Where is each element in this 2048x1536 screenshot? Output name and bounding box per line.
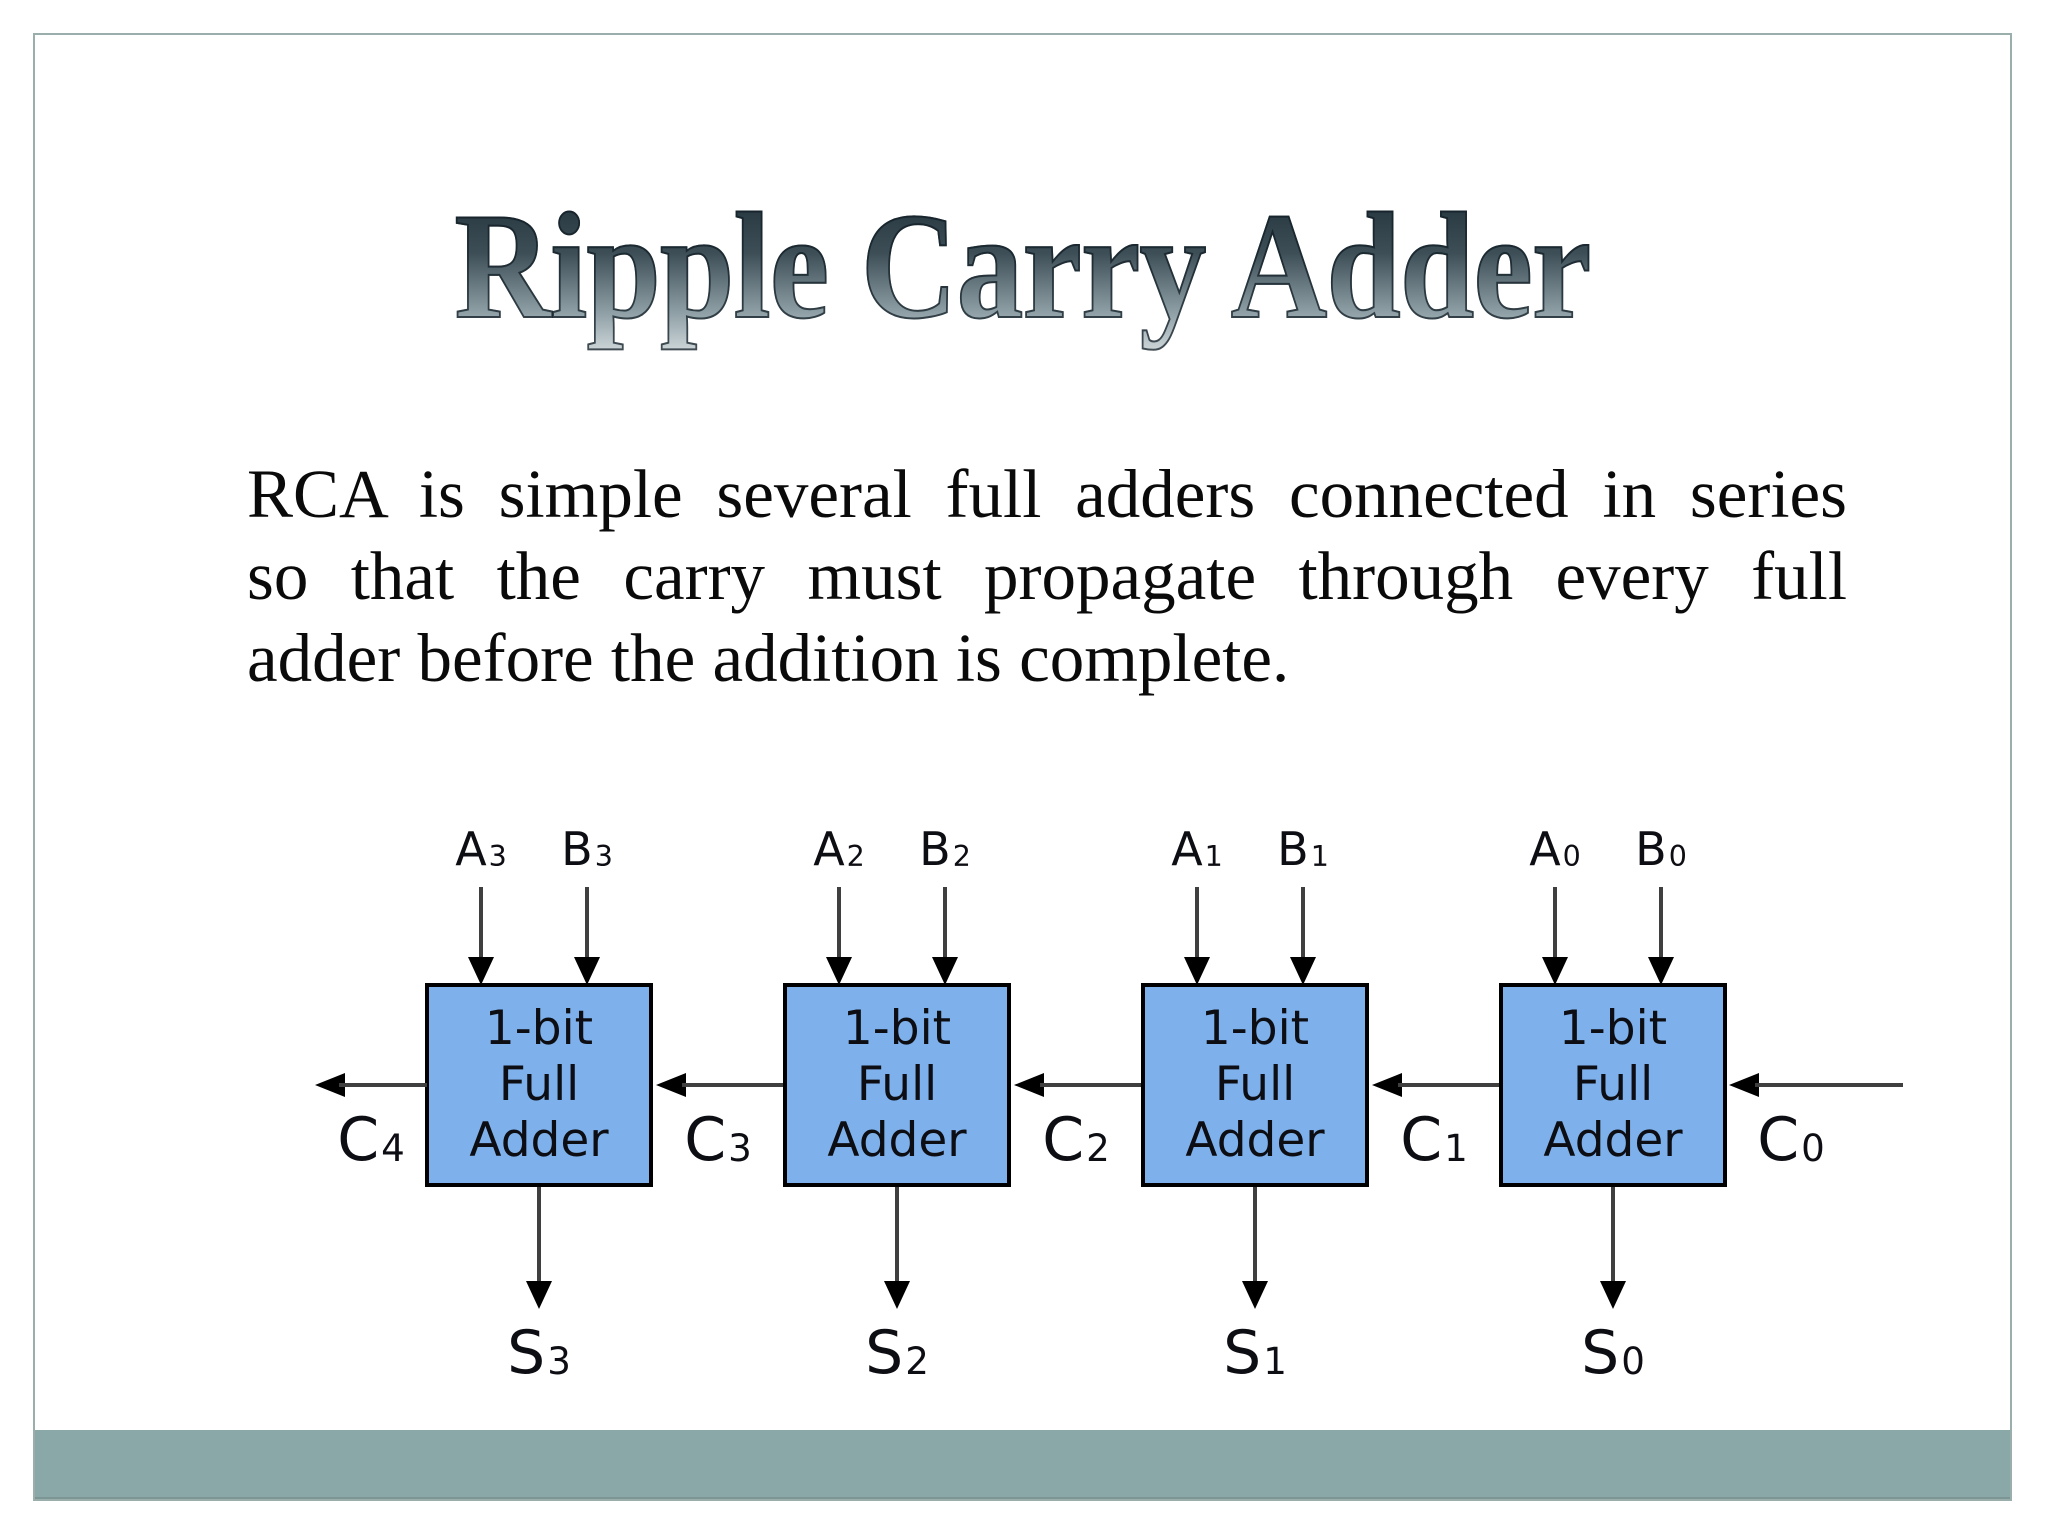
input-label-a1: A1	[1171, 822, 1223, 876]
sum-label-s0: S0	[1581, 1318, 1645, 1388]
carry-label-c0: C0	[1757, 1105, 1825, 1175]
input-arrow-line	[479, 887, 483, 961]
sum-arrow-line	[895, 1187, 899, 1283]
box-label-line: 1-bit	[1200, 1001, 1310, 1056]
carry-line-c4	[339, 1083, 427, 1087]
arrowhead-down-icon	[468, 957, 494, 985]
carry-label-c3: C3	[684, 1105, 752, 1175]
box-label-line: Full	[498, 1057, 580, 1112]
input-label-b3: B3	[561, 822, 613, 876]
page-title-text: Ripple Carry Adder	[454, 181, 1593, 350]
full-adder-box: 1-bit Full Adder	[1499, 983, 1727, 1187]
arrowhead-down-icon	[1542, 957, 1568, 985]
sum-label-s1: S1	[1223, 1318, 1287, 1388]
carry-line-c2	[1040, 1083, 1141, 1087]
footer-band	[35, 1430, 2010, 1499]
arrowhead-down-icon	[526, 1281, 552, 1309]
input-label-b1: B1	[1277, 822, 1329, 876]
arrowhead-left-icon	[1014, 1073, 1044, 1097]
page-title: Ripple Carry Adder	[35, 181, 2010, 350]
arrowhead-down-icon	[1290, 957, 1316, 985]
arrowhead-down-icon	[1184, 957, 1210, 985]
body-line: so that the carry must propagate through…	[247, 538, 1847, 614]
arrowhead-down-icon	[574, 957, 600, 985]
input-arrow-line	[837, 887, 841, 961]
box-label-line: 1-bit	[484, 1001, 594, 1056]
input-label-b2: B2	[919, 822, 971, 876]
input-arrow-line	[585, 887, 589, 961]
adder-stage-bit0: A0 B0 1-bit Full Adder S0	[1499, 823, 1727, 1398]
box-label-line: Adder	[827, 1113, 967, 1168]
input-arrow-line	[1195, 887, 1199, 961]
carry-line-c1	[1398, 1083, 1499, 1087]
sum-arrow-line	[1253, 1187, 1257, 1283]
arrowhead-down-icon	[1600, 1281, 1626, 1309]
input-label-a0: A0	[1529, 822, 1581, 876]
body-line: RCA is simple several full adders connec…	[247, 456, 1847, 532]
body-line: adder before the addition is complete.	[247, 620, 1290, 696]
arrowhead-left-icon	[656, 1073, 686, 1097]
box-label-line: Full	[856, 1057, 938, 1112]
input-label-a3: A3	[455, 822, 507, 876]
arrowhead-down-icon	[932, 957, 958, 985]
arrowhead-left-icon	[1372, 1073, 1402, 1097]
rca-diagram: A3 B3 1-bit Full Adder S3 A2 B2	[313, 823, 1903, 1398]
arrowhead-down-icon	[826, 957, 852, 985]
full-adder-box: 1-bit Full Adder	[783, 983, 1011, 1187]
sum-arrow-line	[537, 1187, 541, 1283]
input-label-a2: A2	[813, 822, 865, 876]
box-label-line: Full	[1214, 1057, 1296, 1112]
arrowhead-left-icon	[1729, 1073, 1759, 1097]
input-arrow-line	[943, 887, 947, 961]
carry-label-c4: C4	[337, 1105, 405, 1175]
box-label-line: 1-bit	[842, 1001, 952, 1056]
box-label-line: Adder	[1543, 1113, 1683, 1168]
body-paragraph: RCA is simple several full adders connec…	[247, 453, 1847, 699]
full-adder-box: 1-bit Full Adder	[1141, 983, 1369, 1187]
sum-label-s3: S3	[507, 1318, 571, 1388]
sum-label-s2: S2	[865, 1318, 929, 1388]
full-adder-box: 1-bit Full Adder	[425, 983, 653, 1187]
input-arrow-line	[1659, 887, 1663, 961]
carry-line-c3	[682, 1083, 783, 1087]
arrowhead-down-icon	[884, 1281, 910, 1309]
adder-stage-bit1: A1 B1 1-bit Full Adder S1	[1141, 823, 1369, 1398]
input-label-b0: B0	[1635, 822, 1687, 876]
box-label-line: Adder	[469, 1113, 609, 1168]
carry-line-c0	[1755, 1083, 1903, 1087]
box-label-line: Adder	[1185, 1113, 1325, 1168]
carry-label-c1: C1	[1400, 1105, 1468, 1175]
arrowhead-down-icon	[1648, 957, 1674, 985]
input-arrow-line	[1553, 887, 1557, 961]
arrowhead-down-icon	[1242, 1281, 1268, 1309]
box-label-line: Full	[1572, 1057, 1654, 1112]
slide-frame: Ripple Carry Adder RCA is simple several…	[33, 33, 2012, 1501]
carry-label-c2: C2	[1042, 1105, 1110, 1175]
sum-arrow-line	[1611, 1187, 1615, 1283]
adder-stage-bit2: A2 B2 1-bit Full Adder S2	[783, 823, 1011, 1398]
input-arrow-line	[1301, 887, 1305, 961]
box-label-line: 1-bit	[1558, 1001, 1668, 1056]
adder-stage-bit3: A3 B3 1-bit Full Adder S3	[425, 823, 653, 1398]
